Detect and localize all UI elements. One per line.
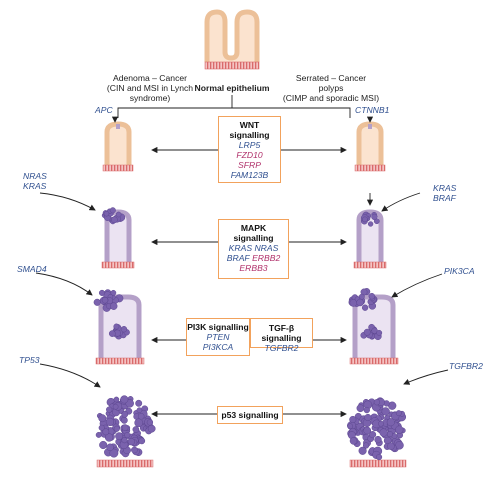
mapk-title: MAPK xyxy=(240,223,267,233)
gene-nras-left: NRAS xyxy=(23,171,47,181)
adenoma-line-3: syndrome) xyxy=(129,93,171,103)
pi3k-signalling-box: PI3K signalling PTEN PI3KCA xyxy=(186,318,250,356)
gene-apc: APC xyxy=(95,105,113,115)
left-cell-cluster-smad4 xyxy=(93,289,130,340)
mapk-gene-kras-nras: KRAS NRAS xyxy=(228,243,279,253)
right-cell-cluster-braf xyxy=(360,211,380,227)
normal-epithelium-crypt xyxy=(204,9,260,70)
tgfb-signalling-box: TGF-β signalling TGFBR2 xyxy=(250,318,313,353)
wnt-subtitle: signalling xyxy=(229,130,270,140)
mapk-gene-braf: BRAF xyxy=(226,253,250,263)
pi3k-gene-pten: PTEN xyxy=(206,332,230,342)
right-cell-cluster-pik3ca xyxy=(348,288,383,341)
right-crypt-kras-braf xyxy=(353,209,387,269)
tgfb-title: TGF-β signalling xyxy=(261,323,302,343)
gene-smad4: SMAD4 xyxy=(17,264,47,274)
left-tumor-cell-mass xyxy=(95,395,156,458)
serrated-line-2: polyps xyxy=(318,83,344,93)
serrated-line-3: (CIMP and sporadic MSI) xyxy=(282,93,380,103)
adenoma-line-1: Adenoma – Cancer xyxy=(112,73,188,83)
wnt-gene-lrp5: LRP5 xyxy=(238,140,261,150)
gene-ctnnb1: CTNNB1 xyxy=(355,105,390,115)
gene-tgfbr2-right: TGFBR2 xyxy=(449,361,483,371)
wnt-gene-sfrp: SFRP xyxy=(238,160,261,170)
mapk-signalling-box: MAPK signalling KRAS NRAS BRAF ERBB2 ERB… xyxy=(218,219,289,279)
gene-tp53: TP53 xyxy=(19,355,40,365)
mutation-arrows xyxy=(35,116,449,388)
wnt-gene-fzd10: FZD10 xyxy=(236,150,263,160)
wnt-gene-fam123b: FAM123B xyxy=(230,170,269,180)
gene-kras-left: KRAS xyxy=(23,181,47,191)
right-tumor-tgfbr2 xyxy=(349,459,407,468)
p53-title: p53 signalling xyxy=(221,410,279,420)
pi3k-gene-pi3kca: PI3KCA xyxy=(202,342,234,352)
left-crypt-apc xyxy=(102,121,134,172)
pi3k-title: PI3K signalling xyxy=(187,322,249,332)
right-crypt-ctnnb1 xyxy=(354,121,386,172)
gene-pik3ca: PIK3CA xyxy=(444,266,475,276)
mapk-gene-erbb3: ERBB3 xyxy=(239,263,268,273)
mapk-subtitle: signalling xyxy=(233,233,274,243)
tgfb-gene-tgfbr2: TGFBR2 xyxy=(264,343,299,353)
p53-signalling-box: p53 signalling xyxy=(217,406,283,424)
wnt-title: WNT xyxy=(239,120,260,130)
right-tumor-cell-mass xyxy=(347,397,407,461)
branch-lines xyxy=(117,95,351,118)
pathway-arrows xyxy=(151,146,347,418)
wnt-signalling-box: WNT signalling LRP5 FZD10 SFRP FAM123B xyxy=(218,116,281,183)
left-cell-cluster-ras xyxy=(101,207,126,225)
gene-braf-right: BRAF xyxy=(433,193,456,203)
adenoma-pathway-label: Adenoma – Cancer (CIN and MSI in Lynch s… xyxy=(90,73,210,103)
serrated-line-1: Serrated – Cancer xyxy=(295,73,367,83)
mapk-gene-erbb2: ERBB2 xyxy=(252,253,281,263)
adenoma-line-2: (CIN and MSI in Lynch xyxy=(106,83,194,93)
normal-epithelium-label: Normal epithelium xyxy=(194,83,270,93)
gene-kras-right: KRAS xyxy=(433,183,457,193)
left-tumor-tp53 xyxy=(96,459,154,468)
serrated-pathway-label: Serrated – Cancer polyps (CIMP and spora… xyxy=(276,73,386,103)
